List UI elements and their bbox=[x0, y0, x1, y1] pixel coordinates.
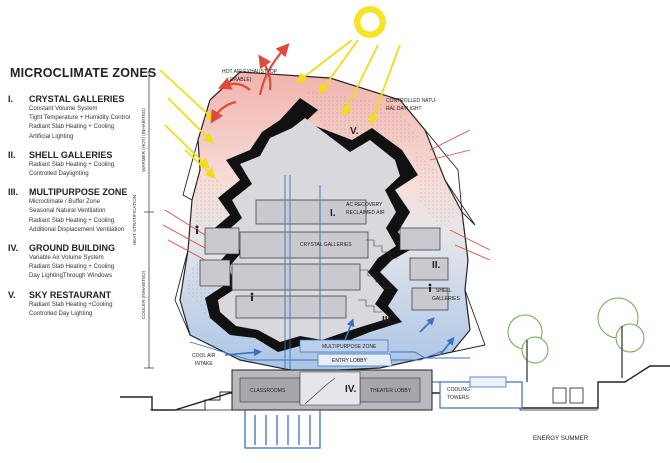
annotation-controlled-daylight: CONTROLLED NATU- bbox=[386, 98, 437, 104]
gallery-floors bbox=[199, 199, 449, 319]
entry-lobby-band bbox=[317, 353, 393, 367]
zone-1-numeral: I. bbox=[8, 94, 14, 104]
zone-3-item: Additional Displacement Ventilation bbox=[29, 225, 125, 233]
zone-2-name: SHELL GALLERIES bbox=[29, 149, 113, 160]
stairs bbox=[358, 239, 398, 313]
stratification-scale bbox=[144, 71, 154, 369]
zone-marker-3: III. bbox=[382, 315, 393, 326]
label-warmer: WARMER (HOT) (INHABITED) bbox=[141, 108, 146, 172]
zone-1-item: Constant Volume System bbox=[29, 105, 98, 112]
tree-icon bbox=[507, 314, 549, 382]
zone-4-item: Variable Air Volume System bbox=[29, 254, 104, 262]
zone-marker-1: I. bbox=[330, 208, 336, 219]
zone-marker-2: II. bbox=[432, 260, 441, 271]
ground-building bbox=[231, 369, 433, 411]
label-stratification: HEAT STRATIFICATION bbox=[132, 195, 137, 245]
zone-3-name: MULTIPURPOSE ZONE bbox=[29, 187, 128, 198]
legend-title: MICROCLIMATE ZONES bbox=[10, 66, 157, 80]
annotation-theater-lobby: THEATER LOBBY bbox=[370, 388, 412, 394]
zone-2-numeral: II. bbox=[8, 149, 16, 160]
annotation-hot-air-exhaust: HOT AIR EXHAUST (OP bbox=[222, 69, 278, 75]
zone-4-numeral: IV. bbox=[8, 243, 19, 254]
hot-air-arrows bbox=[210, 43, 290, 124]
zone-4-item: Radiant Slab Heating + Cooling bbox=[29, 263, 115, 271]
person-icon bbox=[195, 225, 432, 301]
zone-3-item: Microclimate / Buffer Zone bbox=[29, 198, 101, 206]
multipurpose-band bbox=[299, 339, 389, 353]
sun-icon bbox=[354, 6, 386, 38]
zone-marker-5: V. bbox=[350, 126, 359, 137]
annotation-crystal-galleries: CRYSTAL GALLERIES bbox=[300, 242, 352, 248]
zone-5-item: Radiant Slab Heating +Cooling bbox=[29, 300, 113, 308]
legend: MICROCLIMATE ZONES I. CRYSTAL GALLERIES C… bbox=[8, 66, 158, 327]
annotation-ac-recovery: AC RECOVERY bbox=[346, 202, 383, 208]
legend-zone-1: I. CRYSTAL GALLERIES Constant Volume Syst… bbox=[8, 94, 158, 141]
zone-5-item: Controlled Day Lighting bbox=[29, 309, 93, 317]
zone-marker-4: IV. bbox=[345, 384, 357, 395]
zone-1-item: Artificial Lighting bbox=[29, 132, 74, 140]
annotation-shell-galleries: SHELL bbox=[436, 288, 452, 294]
legend-zone-2: II. SHELL GALLERIES Radiant Slab Heating … bbox=[8, 150, 158, 178]
shell-facet bbox=[415, 150, 462, 230]
annotation-hot-air-exhaust-2: ERABLE) bbox=[230, 77, 252, 83]
zone-3-item: Seasonal Natural Ventilation bbox=[29, 207, 106, 215]
annotation-cooling-towers-2: TOWERS bbox=[447, 395, 470, 401]
air-ducts bbox=[189, 175, 470, 390]
sun-rays bbox=[159, 39, 401, 179]
annotation-classrooms: CLASSROOMS bbox=[250, 388, 286, 394]
zone-2-item: Radiant Slab Heating + Cooling bbox=[29, 160, 115, 168]
legend-zone-5: V. SKY RESTAURANT Radiant Slab Heating +C… bbox=[8, 290, 158, 318]
annotation-ac-recovery-2: RECLAIMED AIR bbox=[346, 210, 385, 216]
zone-5-name: SKY RESTAURANT bbox=[29, 289, 112, 300]
tree-icon bbox=[597, 297, 645, 378]
annotation-cool-air-intake-2: INTAKE bbox=[195, 361, 213, 367]
zone-3-numeral: III. bbox=[8, 187, 19, 198]
annotation-shell-galleries-2: GALLERIES bbox=[432, 296, 460, 302]
zone-1-item: Tight Temperature + Humidity Control bbox=[29, 114, 131, 122]
zone-4-item: Day LightingThrough Windows bbox=[29, 272, 112, 280]
zone-1-item: Radiant Slab Heating + Cooling bbox=[29, 123, 115, 131]
caption-energy-summer: ENERGY SUMMER bbox=[533, 435, 589, 442]
cooling-towers bbox=[439, 376, 523, 409]
annotation-entry-lobby: ENTRY LOBBY bbox=[332, 358, 367, 364]
heat-lines bbox=[162, 129, 491, 261]
trucks-icon bbox=[552, 387, 584, 404]
annotation-cool-air-intake: COOL AIR bbox=[192, 353, 216, 359]
annotation-cooling-towers: COOLING bbox=[447, 387, 470, 393]
shell-facet bbox=[192, 175, 230, 230]
zone-2-item: Controlled Daylighting bbox=[29, 170, 89, 178]
zone-3-item: Radiant Slab Heating + Cooling bbox=[29, 216, 115, 224]
cool-air-arrows bbox=[224, 317, 455, 357]
zone-4-name: GROUND BUILDING bbox=[29, 243, 115, 254]
label-cooler: COOLER (INHABITED) bbox=[141, 270, 146, 319]
annotation-controlled-daylight-2: RAL DAYLIGHT bbox=[386, 106, 422, 112]
zone-1-name: CRYSTAL GALLERIES bbox=[29, 94, 125, 104]
legend-zone-3: III. MULTIPURPOSE ZONE Microclimate / Buf… bbox=[8, 187, 158, 234]
legend-zone-4: IV. GROUND BUILDING Variable Air Volume S… bbox=[8, 243, 158, 281]
foundation-ducts bbox=[244, 410, 321, 449]
zone-5-numeral: V. bbox=[8, 289, 16, 300]
annotation-multipurpose-zone: MULTIPURPOSE ZONE bbox=[322, 344, 377, 350]
